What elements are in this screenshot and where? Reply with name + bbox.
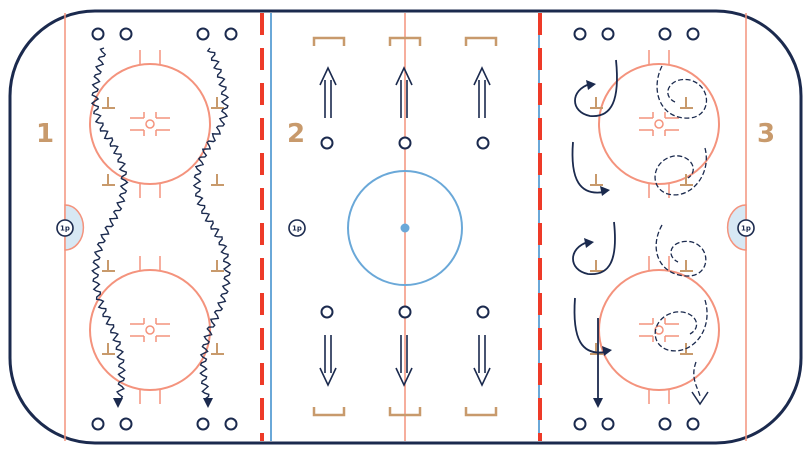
center-ice-circle bbox=[347, 170, 463, 286]
zone-label-1: 1 bbox=[36, 119, 54, 149]
svg-text:1p: 1p bbox=[741, 225, 751, 233]
skate-path-left bbox=[90, 47, 129, 399]
center-ice-dot bbox=[400, 223, 410, 233]
faceoff-dot-right-bottom bbox=[639, 318, 679, 342]
arrowhead-left-path bbox=[113, 398, 123, 408]
tp-marker-right-goal: 1p bbox=[737, 219, 755, 237]
faceoff-dot-right-top bbox=[639, 112, 679, 136]
svg-text:1p: 1p bbox=[292, 225, 302, 233]
zone1-arrowheads bbox=[113, 398, 213, 408]
faceoff-circle-right-bottom bbox=[598, 269, 720, 391]
arrowhead-right-path bbox=[203, 398, 213, 408]
faceoff-circle-right-top bbox=[598, 63, 720, 185]
faceoff-circle-left-bottom bbox=[89, 269, 211, 391]
tp-marker-neutral: 1p bbox=[288, 219, 306, 237]
goal-crease-left bbox=[64, 204, 85, 251]
zone3-curl-paths bbox=[571, 59, 618, 398]
zone-label-2: 2 bbox=[287, 119, 305, 149]
zone1-skate-paths bbox=[90, 47, 232, 400]
faceoff-dot-left-bottom bbox=[130, 318, 170, 342]
hash-marks bbox=[139, 50, 670, 404]
skate-path-right bbox=[192, 47, 232, 400]
zone-label-3: 3 bbox=[757, 119, 775, 149]
tp-marker-left-goal: 1p bbox=[56, 219, 74, 237]
faceoff-circle-left-top bbox=[89, 63, 211, 185]
faceoff-dot-left-top bbox=[130, 112, 170, 136]
zone3-puck-arrows bbox=[691, 391, 709, 406]
goal-crease-right bbox=[726, 204, 747, 251]
zone3-arrowheads bbox=[584, 80, 612, 408]
cone-markers bbox=[102, 97, 693, 355]
zone3-puck-loops bbox=[654, 65, 708, 397]
zone2-direction-arrows bbox=[319, 66, 491, 387]
target-brackets bbox=[312, 36, 498, 417]
player-markers bbox=[91, 27, 700, 431]
svg-text:1p: 1p bbox=[60, 225, 70, 233]
